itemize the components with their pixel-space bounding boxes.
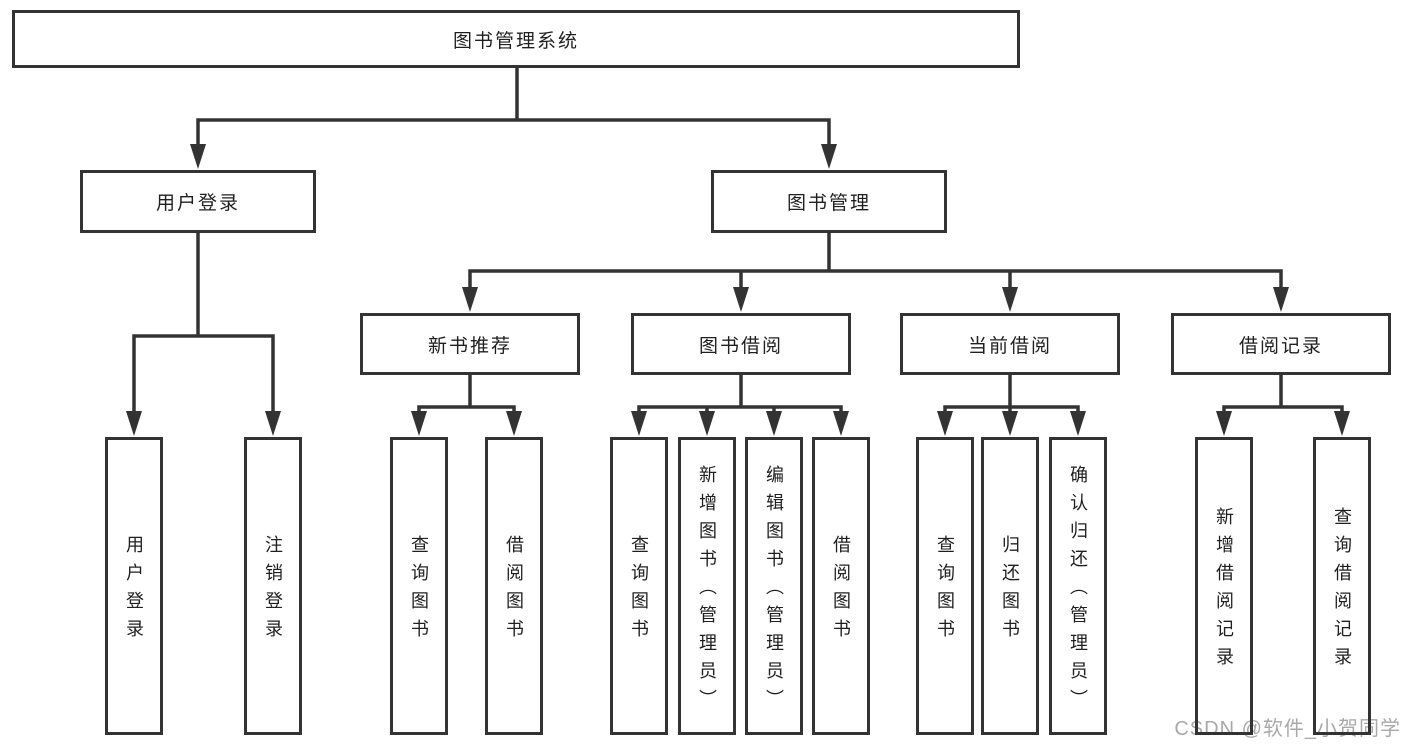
leaf-records-query-borrow-record: 查询借阅记录 [1313, 437, 1371, 735]
leaf-current-confirm-return-admin: 确认归还（管理员） [1049, 437, 1107, 735]
node-borrowing-records: 借阅记录 [1171, 313, 1391, 375]
watermark-text: CSDN @软件_小贺同学 [1174, 718, 1401, 740]
node-label: 新增借阅记录 [1214, 507, 1234, 675]
node-label: 查询借阅记录 [1332, 507, 1352, 675]
node-label: 用户登录 [155, 193, 240, 214]
node-label: 图书管理 [786, 193, 871, 214]
node-current-borrowing: 当前借阅 [900, 313, 1120, 375]
node-label: 借阅图书 [504, 535, 524, 647]
node-label: 借阅图书 [831, 535, 851, 647]
node-label: 新书推荐 [427, 335, 512, 357]
node-label: 图书管理系统 [452, 30, 579, 52]
leaf-current-query-books: 查询图书 [916, 437, 974, 735]
node-label: 查询图书 [935, 535, 955, 647]
leaf-borrowing-query-books: 查询图书 [610, 437, 668, 735]
node-label: 注销登录 [263, 535, 283, 647]
node-book-borrowing: 图书借阅 [631, 313, 851, 375]
leaf-user-login: 用户登录 [105, 437, 163, 735]
node-new-book-recommendation: 新书推荐 [360, 313, 580, 375]
node-library-management-system: 图书管理系统 [12, 10, 1020, 68]
leaf-logout: 注销登录 [244, 437, 302, 735]
leaf-borrowing-add-books-admin: 新增图书（管理员） [678, 437, 736, 735]
node-label: 归还图书 [1000, 535, 1020, 647]
node-label: 确认归还（管理员） [1068, 465, 1088, 717]
node-label: 新增图书（管理员） [697, 465, 717, 717]
node-book-management: 图书管理 [711, 170, 947, 233]
leaf-borrowing-edit-books-admin: 编辑图书（管理员） [745, 437, 803, 735]
node-label: 编辑图书（管理员） [764, 465, 784, 717]
leaf-borrowing-borrow-books: 借阅图书 [812, 437, 870, 735]
leaf-recommend-query-books: 查询图书 [390, 437, 448, 735]
node-label: 当前借阅 [967, 335, 1052, 357]
leaf-current-return-books: 归还图书 [981, 437, 1039, 735]
leaf-records-add-borrow-record: 新增借阅记录 [1195, 437, 1253, 735]
node-user-login: 用户登录 [80, 170, 316, 233]
node-label: 查询图书 [409, 535, 429, 647]
node-label: 查询图书 [629, 535, 649, 647]
node-label: 用户登录 [124, 535, 144, 647]
node-label: 借阅记录 [1238, 335, 1323, 357]
leaf-recommend-borrow-books: 借阅图书 [485, 437, 543, 735]
node-label: 图书借阅 [698, 335, 783, 357]
